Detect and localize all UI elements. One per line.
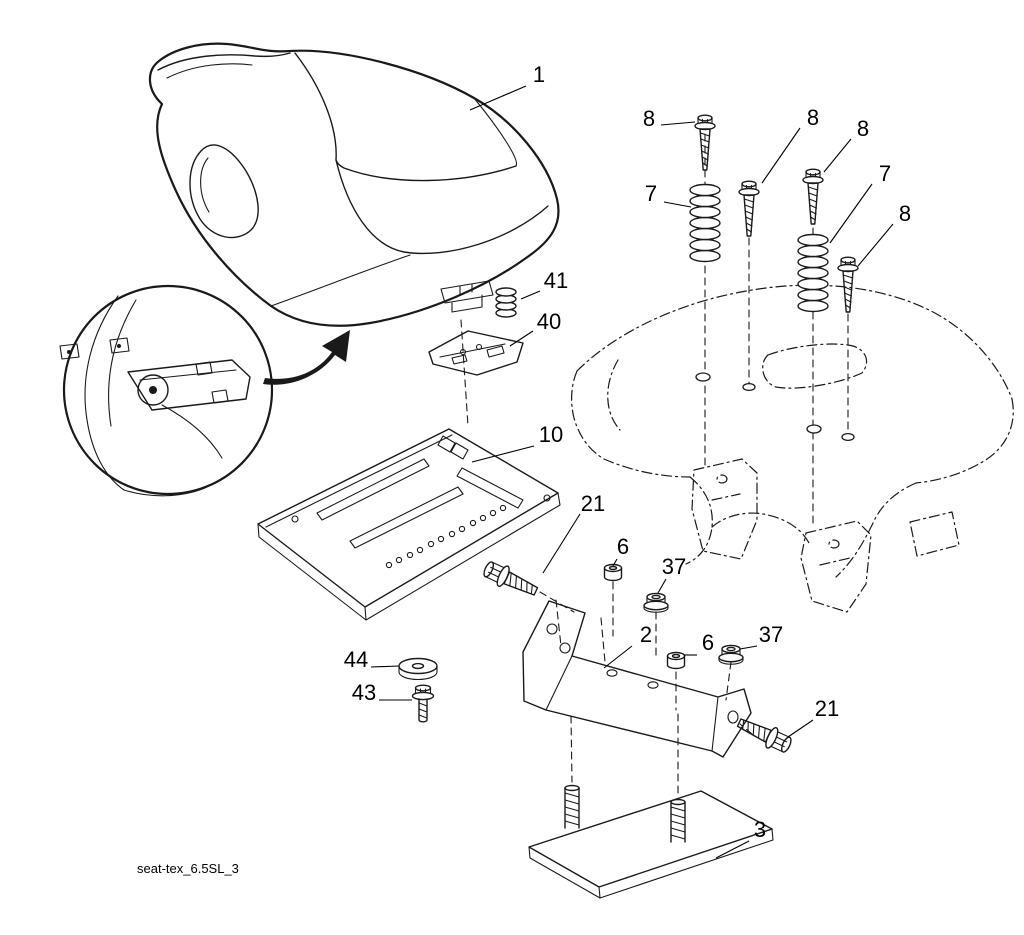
flange-nut-37-top — [643, 592, 669, 613]
spring-7-right — [797, 233, 829, 313]
callout-41: 41 — [544, 268, 568, 293]
spring-7-left — [689, 183, 721, 263]
stud-left — [564, 784, 580, 829]
callout-leader-8 — [857, 223, 894, 267]
callout-8: 8 — [643, 106, 655, 131]
callout-37: 37 — [662, 554, 686, 579]
callout-leader-6 — [612, 558, 618, 567]
screw-8-d — [837, 256, 859, 313]
callout-43: 43 — [352, 680, 376, 705]
callout-leader-8 — [823, 138, 852, 173]
hinge-bracket-right — [800, 520, 872, 613]
seat-pan — [257, 428, 561, 621]
flange-nut-37-bottom — [718, 644, 744, 665]
shoulder-bolt-43 — [411, 684, 435, 723]
callout-leader-3 — [715, 840, 750, 859]
callout-2: 2 — [640, 622, 652, 647]
callout-10: 10 — [539, 422, 563, 447]
pan-adjustment-holes — [385, 504, 507, 569]
callout-leader-21 — [542, 513, 581, 574]
mounting-bracket — [522, 600, 752, 758]
assembly-lines — [460, 133, 849, 797]
washer-44 — [398, 657, 438, 681]
screw-8-c — [802, 168, 824, 225]
callout-leader-37 — [739, 645, 758, 650]
callout-leader-21 — [787, 719, 814, 738]
callout-leader-10 — [471, 445, 535, 463]
callout-6: 6 — [617, 534, 629, 559]
spring-41 — [495, 287, 517, 318]
figure-caption: seat-tex_6.5SL_3 — [137, 861, 239, 876]
callout-leader-41 — [520, 290, 541, 300]
callout-21: 21 — [815, 696, 839, 721]
bolt-21-top — [480, 557, 542, 603]
nut-6-top — [603, 563, 623, 582]
stud-right — [670, 798, 686, 843]
bolt-21-bottom — [733, 711, 795, 757]
callout-8: 8 — [807, 105, 819, 130]
hinge-bracket-left — [691, 458, 758, 560]
base-plate — [528, 784, 774, 899]
callout-leader-1 — [469, 85, 527, 111]
callout-leader-7 — [663, 201, 692, 208]
callout-7: 7 — [879, 161, 891, 186]
seat — [148, 42, 560, 327]
callout-7: 7 — [645, 181, 657, 206]
screw-8-b — [738, 180, 760, 237]
callout-21: 21 — [581, 491, 605, 516]
callout-leader-2 — [603, 645, 633, 669]
callout-6: 6 — [702, 630, 714, 655]
detail-arrow-icon — [263, 330, 350, 385]
callout-40: 40 — [537, 309, 561, 334]
callout-8: 8 — [899, 201, 911, 226]
chassis-outline — [571, 284, 1014, 613]
callout-1: 1 — [533, 62, 545, 87]
nut-6-bottom — [666, 651, 686, 670]
callout-37: 37 — [759, 622, 783, 647]
detail-circle — [59, 284, 350, 497]
callout-leader-7 — [829, 183, 873, 244]
latch-clip-40 — [428, 330, 524, 376]
callout-leader-8 — [761, 127, 801, 184]
callout-8: 8 — [857, 116, 869, 141]
callout-leader-37 — [657, 578, 667, 594]
callout-leader-8 — [660, 121, 696, 126]
callout-leader-40 — [509, 330, 534, 347]
callout-3: 3 — [754, 817, 766, 842]
chassis-holes — [695, 372, 855, 442]
callout-44: 44 — [344, 647, 368, 672]
callout-leader-44 — [370, 665, 400, 668]
